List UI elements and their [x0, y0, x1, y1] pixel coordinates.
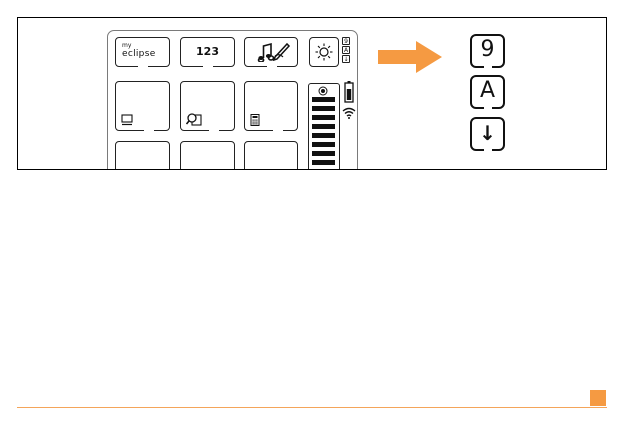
tile-notch — [273, 129, 283, 132]
eclipse-label: eclipse — [122, 49, 156, 59]
device-screen: my eclipse 123 — [107, 30, 358, 170]
tile-notch — [203, 65, 213, 68]
sun-icon — [315, 43, 333, 61]
key-notch — [484, 66, 492, 69]
arrow-down-icon: ↓ — [479, 121, 496, 145]
mini-key-a[interactable]: A — [342, 46, 350, 54]
my-eclipse-button[interactable]: my eclipse — [115, 37, 170, 67]
key-a-enlarged: A — [470, 75, 505, 109]
illustration-frame: my eclipse 123 — [17, 17, 607, 170]
key-9-label: 9 — [481, 37, 495, 62]
volume-level-bar — [312, 160, 335, 165]
mini-key-down[interactable]: ↓ — [342, 55, 350, 63]
navigation-tile[interactable] — [115, 81, 170, 131]
numbers-button[interactable]: 123 — [180, 37, 235, 67]
key-down-enlarged: ↓ — [470, 117, 505, 151]
mini-key-stack: 9 A ↓ — [342, 37, 351, 64]
footer-divider — [17, 407, 607, 408]
numbers-label: 123 — [181, 45, 234, 58]
volume-slider[interactable] — [308, 83, 340, 170]
search-icon — [186, 112, 202, 126]
volume-level-bar — [312, 151, 335, 156]
volume-level-bar — [312, 106, 335, 111]
app-tile[interactable] — [244, 141, 298, 170]
arrow-right-icon — [376, 40, 444, 74]
volume-level-bar — [312, 133, 335, 138]
pencil-icon — [273, 41, 291, 61]
monitor-icon — [121, 114, 133, 126]
search-tile[interactable] — [180, 81, 235, 131]
key-9-enlarged: 9 — [470, 34, 505, 68]
key-notch — [484, 149, 492, 152]
tile-notch — [144, 129, 154, 132]
page-marker — [590, 390, 606, 406]
volume-level-bar — [312, 115, 335, 120]
tile-notch — [138, 65, 148, 68]
tile-notch — [267, 65, 277, 68]
volume-icon — [318, 86, 328, 96]
volume-level-bar — [312, 97, 335, 102]
tile-notch — [209, 129, 219, 132]
volume-level-bar — [312, 142, 335, 147]
music-draw-button[interactable] — [244, 37, 298, 67]
key-a-label: A — [480, 78, 495, 103]
app-tile[interactable] — [180, 141, 235, 170]
battery-icon — [344, 81, 354, 103]
calculator-icon — [250, 114, 260, 126]
mini-key-9[interactable]: 9 — [342, 37, 350, 45]
wifi-icon — [342, 107, 356, 119]
app-tile[interactable] — [115, 141, 170, 170]
brightness-button[interactable] — [309, 37, 339, 67]
volume-level-bar — [312, 169, 335, 170]
key-notch — [484, 107, 492, 110]
calculator-tile[interactable] — [244, 81, 298, 131]
volume-level-bar — [312, 124, 335, 129]
